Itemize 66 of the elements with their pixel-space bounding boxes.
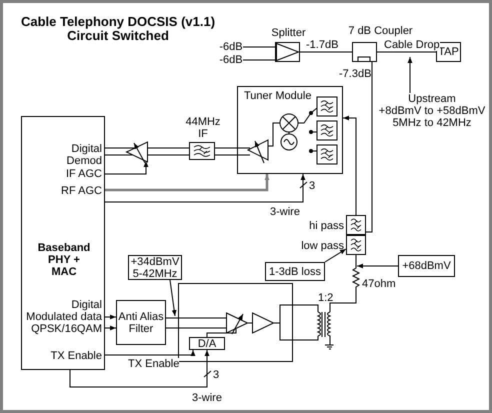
tuner-module-box — [237, 86, 343, 174]
node-label: +8dBmV to +58dBmV 5MHz to 42MHz — [378, 105, 486, 129]
arrow — [408, 56, 412, 94]
variable-amplifier-symbol — [126, 140, 148, 164]
node-label: QPSK/16QAM — [30, 323, 102, 335]
filter-block — [116, 300, 166, 345]
arrow — [105, 174, 270, 192]
arrow — [104, 160, 148, 174]
arrow — [104, 174, 306, 202]
arrow — [170, 280, 177, 316]
converter-box — [189, 337, 225, 350]
node-label: 44MHz IF — [184, 116, 222, 140]
node-label: +34dBmV 5-42MHz — [130, 256, 180, 280]
diagram-title: Cable Telephony DOCSIS (v1.1) Circuit Switched — [20, 15, 216, 43]
baseband-block — [21, 116, 105, 370]
node-label: low pass — [300, 240, 344, 252]
edge-label: 3-wire — [270, 206, 300, 218]
level-box — [398, 255, 455, 277]
node-label: Upstream — [407, 93, 457, 105]
arrow — [104, 314, 116, 320]
node-label: -6dB — [219, 54, 243, 66]
chip-block — [178, 283, 293, 362]
connector-line — [242, 46, 276, 48]
text-label: 3 — [213, 369, 220, 381]
node-label: Digital Modulated data — [25, 299, 102, 323]
connector-line — [274, 322, 318, 340]
connector-line — [248, 322, 252, 324]
arrow — [104, 326, 116, 330]
node-label: IF AGC — [64, 168, 102, 180]
arrow — [324, 248, 346, 262]
node-label: TAP — [438, 46, 459, 58]
arrow — [342, 116, 356, 216]
edge-label: 3-wire — [192, 392, 222, 404]
amplifier-symbol — [252, 312, 274, 334]
node-label: Digital Demod — [66, 143, 102, 167]
edge-label: -1.7dB — [306, 39, 338, 51]
text-label: 47ohm — [362, 278, 396, 290]
connector-line — [104, 154, 134, 156]
edge-label: TX Enable — [128, 358, 180, 370]
connector-line — [214, 154, 238, 156]
arrow — [104, 350, 196, 356]
connector-line — [330, 254, 360, 312]
text-label: 1:2 — [318, 292, 334, 304]
block-title: Baseband PHY + MAC — [36, 242, 92, 278]
arrow — [356, 264, 398, 268]
connector-line — [206, 328, 236, 338]
edge-label: -7.3dB — [339, 68, 372, 80]
node-label: +68dBmV — [402, 260, 451, 272]
note-box — [265, 262, 325, 281]
connector-line — [148, 154, 190, 156]
node-label: -6dB — [219, 41, 243, 53]
node-label: 7 dB Coupler — [347, 25, 414, 37]
text-label: 3 — [309, 180, 316, 192]
transformer-symbol — [316, 310, 334, 350]
node-label: RF AGC — [60, 185, 102, 197]
edge-label: Cable Drop — [384, 39, 440, 51]
variable-amplifier-symbol — [226, 311, 248, 335]
node-label: Splitter — [270, 27, 306, 39]
node-label: hi pass — [308, 220, 344, 232]
node-label: Tuner Module — [244, 90, 312, 102]
node-label: TX Enable — [50, 350, 102, 362]
node-label: 1-3dB loss — [269, 266, 321, 278]
node-label: Anti Alias Filter — [117, 310, 165, 334]
arrow — [70, 350, 210, 388]
connector-line — [366, 62, 372, 232]
node-label: D/A — [198, 338, 216, 350]
